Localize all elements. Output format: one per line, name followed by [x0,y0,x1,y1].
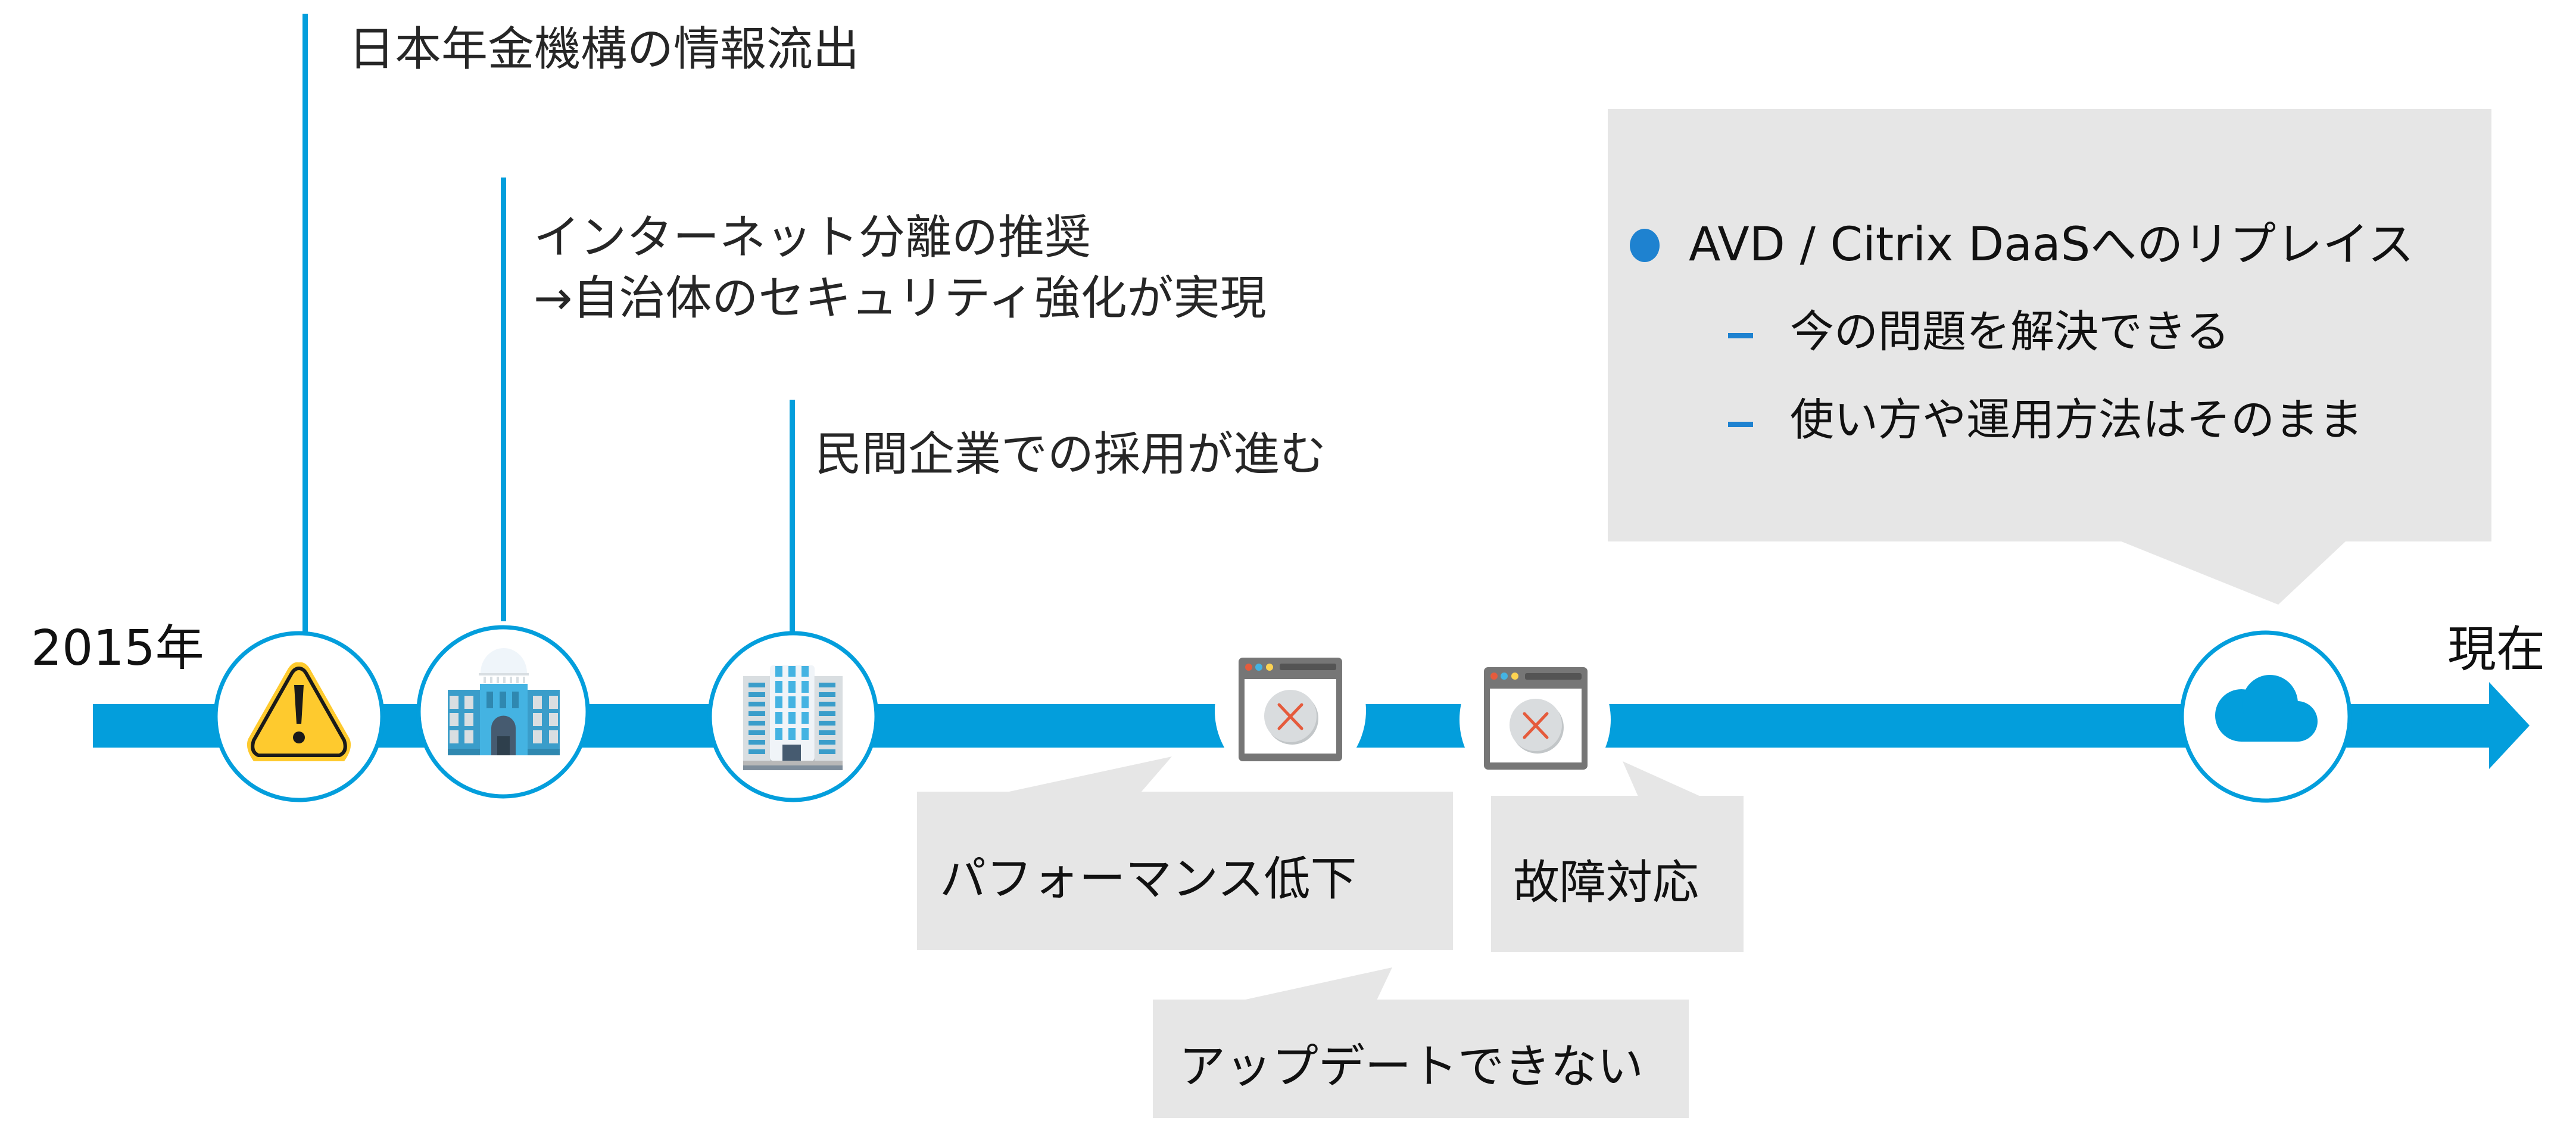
timeline-end-label: 現在 [2447,621,2546,678]
problem-3-label: アップデートできない [1179,1040,1644,1094]
solution-sub-2-dash-icon [1728,422,1753,427]
event-3-label: 民間企業での採用が進む [815,428,1327,481]
timeline-arrowhead [2489,682,2530,769]
event-3-node [707,631,879,802]
solution-node [2179,630,2352,803]
event-1-node [213,631,385,802]
event-3-connector [790,400,795,632]
event-1-connector [302,14,308,633]
callout-failure [1491,761,1744,952]
problem-2-label: 故障対応 [1513,856,1699,910]
solution-sub-1-text: 今の問題を解決できる [1790,306,2230,357]
callout-update [1153,967,1689,1118]
timeline-start-label: 2015年 [31,620,204,677]
solution-sub-2-text: 使い方や運用方法はそのまま [1790,394,2363,446]
callout-solution [1608,109,2491,605]
event-2-label-line2: →自治体のセキュリティ強化が実現 [534,272,1267,325]
event-2-connector [501,178,506,621]
solution-main-text: AVD / Citrix DaaSへのリプレイス [1689,218,2414,272]
problem-2-node [1459,644,1611,795]
government-building-icon [448,648,560,755]
browser-error-icon [1239,658,1342,761]
browser-error-icon [1484,667,1588,770]
cloud-icon [2215,675,2318,742]
problem-1-node [1215,635,1366,786]
callout-performance [917,757,1453,950]
problem-1-label: パフォーマンス低下 [940,852,1357,906]
event-2-label-line1: インターネット分離の推奨 [534,211,1091,264]
solution-bullet-icon [1630,229,1660,262]
warning-icon [247,662,351,761]
office-building-icon [743,665,843,770]
event-2-node [416,625,590,799]
event-1-label: 日本年金機構の情報流出 [348,23,860,76]
solution-sub-1-dash-icon [1728,333,1753,338]
